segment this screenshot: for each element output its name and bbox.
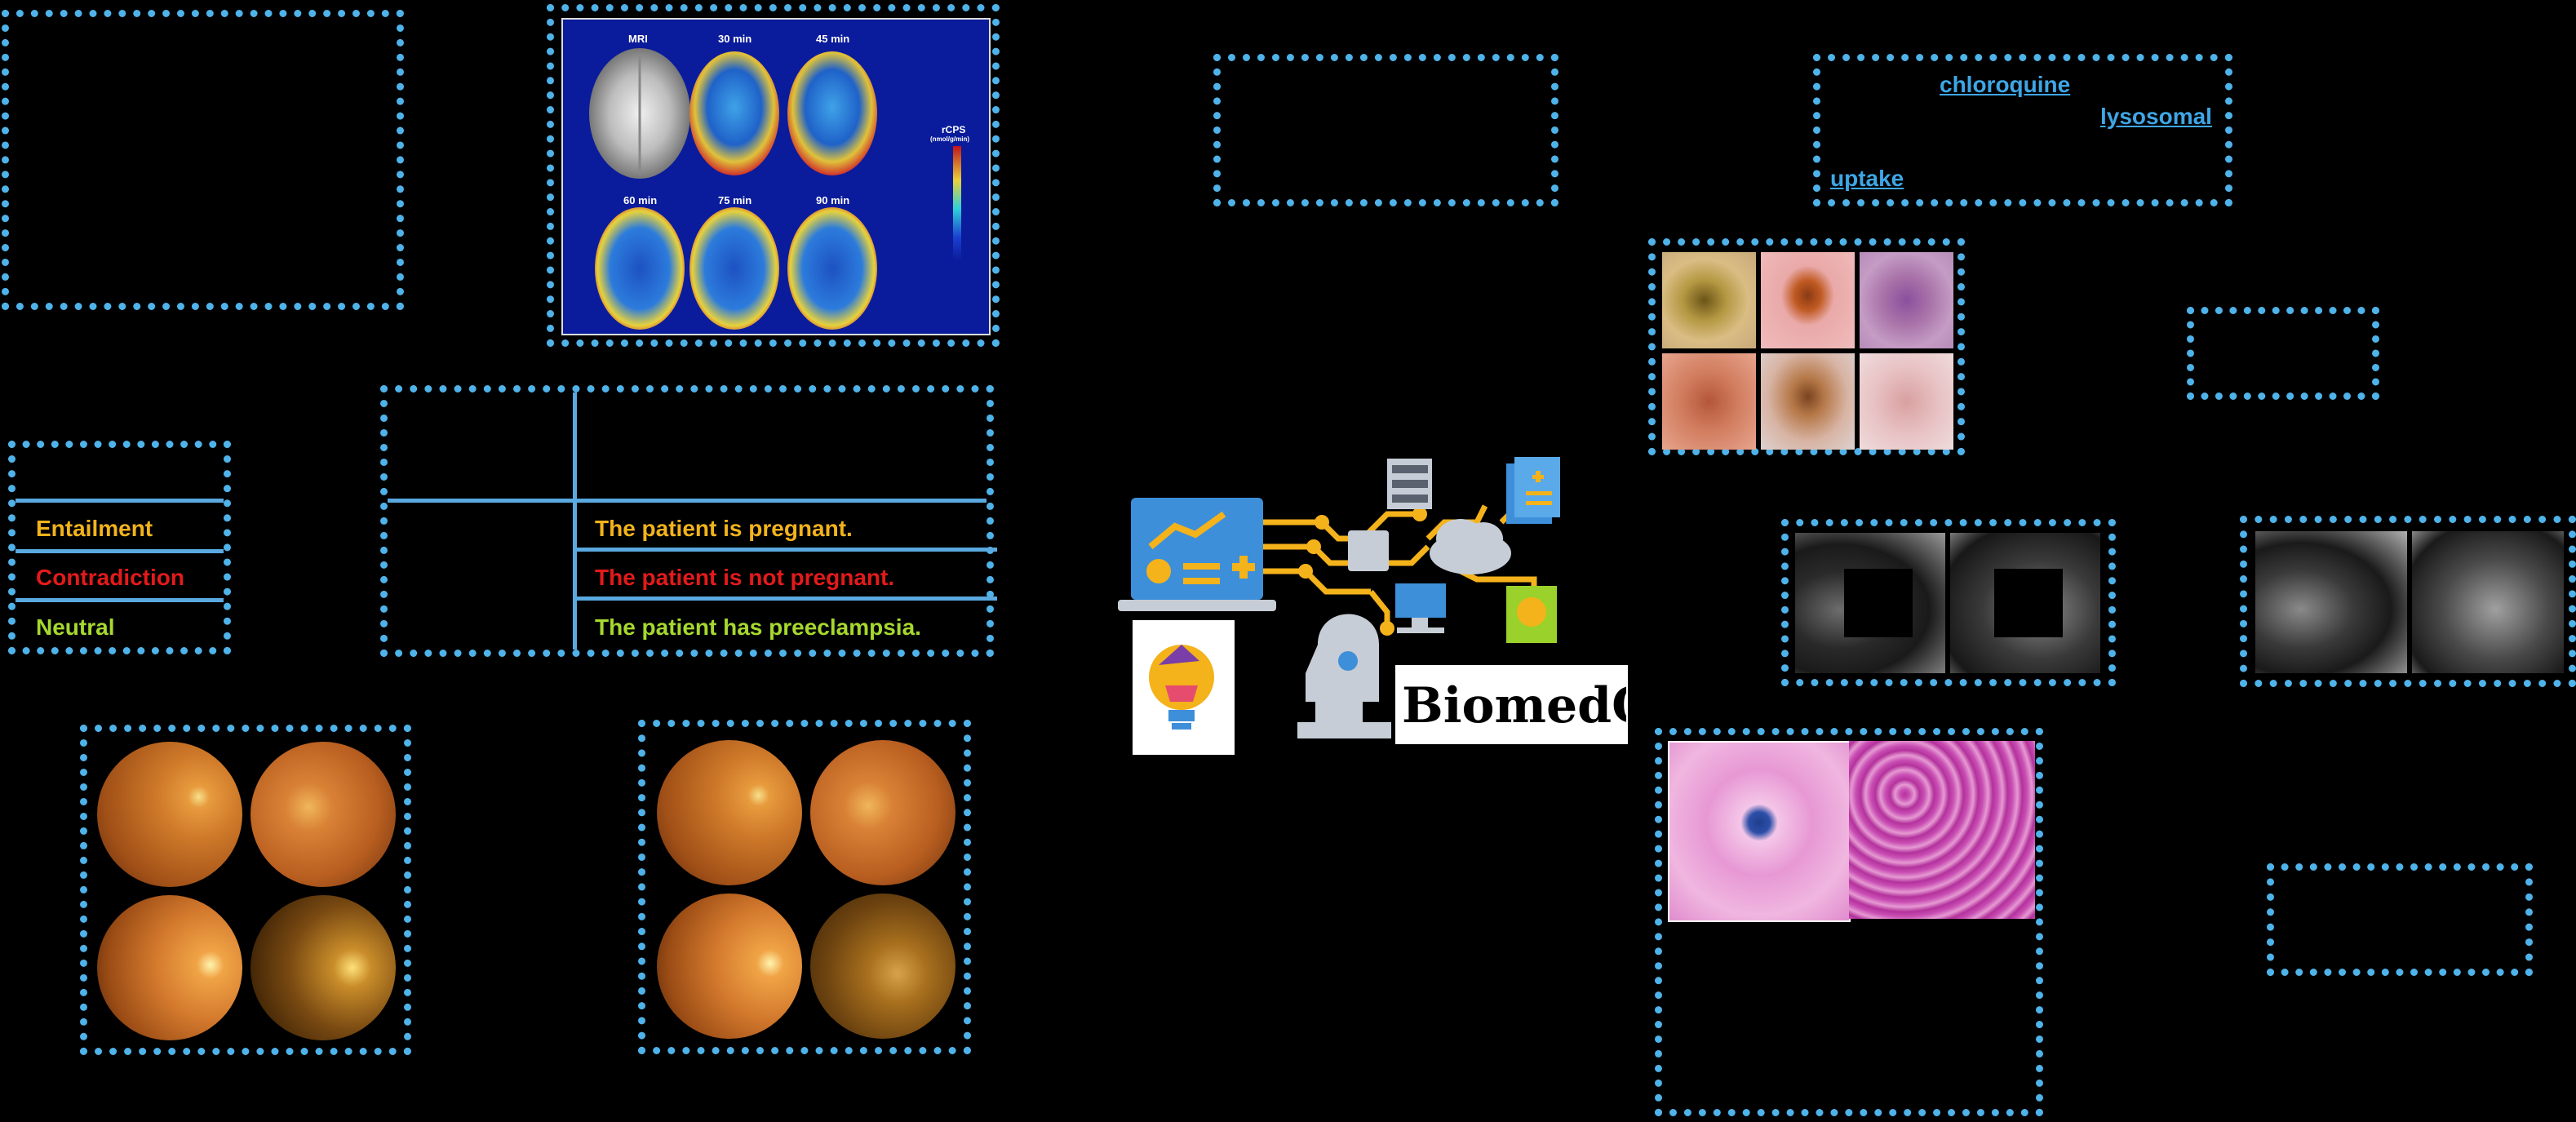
fundus-image — [810, 740, 955, 885]
colorbar-unit: (nmol/g/min) — [930, 135, 969, 143]
skin-lesion-images — [1648, 238, 1965, 455]
fundus-image — [97, 742, 242, 887]
skin-image — [1860, 252, 1953, 348]
empty-box-small-right — [2187, 307, 2379, 400]
title-tile — [1395, 665, 1628, 744]
nli-label-box: Entailment Contradiction Neutral — [8, 441, 231, 654]
label-contradiction: Contradiction — [36, 565, 184, 590]
pet-60min — [595, 207, 685, 330]
brain-scan-panel: MRI 30 min 45 min 60 min 75 min 90 min r… — [547, 4, 1000, 347]
skin-image — [1761, 252, 1855, 348]
histology-image — [1668, 741, 1851, 922]
colorbar-title: rCPS — [942, 124, 966, 135]
hypothesis-entailment: The patient is pregnant. — [595, 516, 853, 541]
brain-label-75min: 75 min — [718, 194, 752, 206]
chip-icon — [1348, 530, 1389, 571]
hypothesis-contradiction: The patient is not pregnant. — [595, 565, 895, 590]
brain-label-60min: 60 min — [623, 194, 658, 206]
xray-mask — [1994, 569, 2063, 637]
xray-frontal-image — [2255, 531, 2407, 673]
circuit-illustration — [1118, 457, 1628, 755]
laptop-icon — [1131, 498, 1263, 600]
link-chloroquine[interactable]: chloroquine — [1940, 72, 2071, 97]
link-uptake[interactable]: uptake — [1830, 166, 1904, 191]
fundus-image — [97, 895, 242, 1040]
pet-75min — [689, 207, 779, 330]
brain-scan-figure: MRI 30 min 45 min 60 min 75 min 90 min r… — [561, 18, 991, 335]
link-lysosomal[interactable]: lysosomal — [2100, 104, 2212, 129]
fundus-image — [810, 894, 955, 1039]
xray-lateral-image — [2412, 531, 2564, 673]
pet-30min — [689, 51, 779, 175]
skin-image — [1662, 353, 1756, 450]
histology-image — [1849, 741, 2035, 919]
label-neutral: Neutral — [36, 614, 115, 640]
colorbar — [953, 146, 961, 260]
biomedgpt-title: BiomedGPT — [1402, 677, 1626, 734]
label-entailment: Entailment — [36, 516, 153, 541]
empty-box-top-left — [2, 10, 404, 310]
xray-mask — [1844, 569, 1913, 637]
pet-45min — [787, 51, 877, 175]
pet-90min — [787, 207, 877, 330]
monitor-icon — [1395, 583, 1446, 618]
fundus-image — [657, 894, 802, 1039]
xray-masked-images — [1781, 519, 2116, 686]
nli-hypothesis-table: The patient is pregnant. The patient is … — [380, 385, 997, 657]
fundus-image — [251, 895, 396, 1040]
skin-image — [1860, 353, 1953, 450]
histology-images — [1655, 728, 2043, 1116]
skin-image — [1662, 252, 1756, 348]
brain-label-45min: 45 min — [816, 33, 850, 45]
brain-scan-graphic — [589, 48, 961, 330]
brain-label-90min: 90 min — [816, 194, 850, 206]
empty-box-top-mid — [1213, 54, 1558, 206]
link-words-box: chloroquine lysosomal uptake — [1813, 54, 2232, 206]
hypothesis-neutral: The patient has preeclampsia. — [595, 614, 921, 640]
xray-full-images — [2240, 516, 2576, 687]
skin-image — [1761, 353, 1855, 450]
brain-label-30min: 30 min — [718, 33, 752, 45]
fundus-images-left — [80, 725, 411, 1055]
empty-box-bottom-right — [2267, 863, 2533, 976]
fundus-images-right — [638, 720, 971, 1054]
fundus-image — [657, 740, 802, 885]
fundus-image — [251, 742, 396, 887]
brain-label-mri: MRI — [628, 33, 648, 45]
biomedgpt-graphic: BiomedGPT — [1118, 457, 1640, 759]
